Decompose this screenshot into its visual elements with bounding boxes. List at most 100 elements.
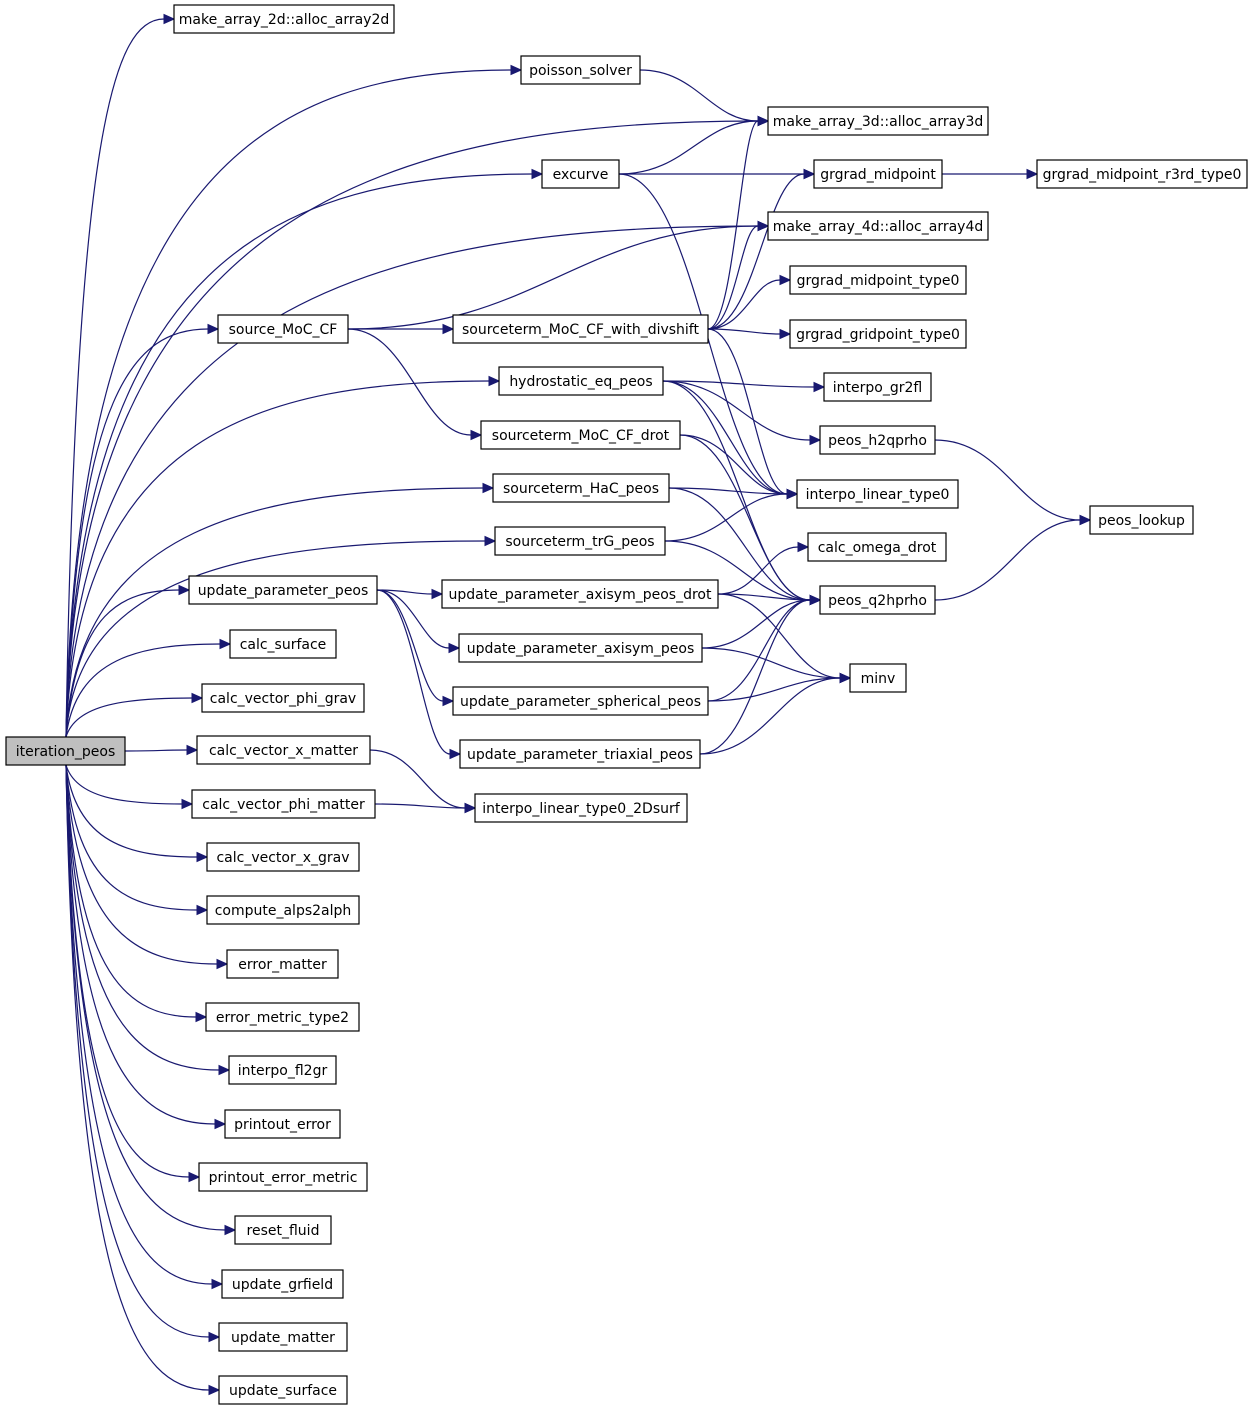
node-poisson-solver[interactable]: poisson_solver [520,55,641,85]
node-reset-fluid[interactable]: reset_fluid [234,1215,332,1245]
arrowhead-icon [803,168,816,180]
edge-line [664,540,811,601]
edge-iteration-peos-to-error-metric-type2 [65,764,208,1023]
node-box [767,211,989,241]
node-calc-vector-x-matter[interactable]: calc_vector_x_matter [196,735,371,765]
node-peos-q2hprho[interactable]: peos_q2hprho [819,585,936,615]
node-interpo-linear-type0[interactable]: interpo_linear_type0 [796,479,959,509]
node-update-parameter-triaxial-peos[interactable]: update_parameter_triaxial_peos [459,739,701,769]
node-box [218,1375,348,1405]
arrowhead-icon [809,434,822,446]
edge-poisson-solver-to-make-array-3d-alloc-array3d [639,69,770,127]
edge-line [65,487,484,738]
node-interpo-fl2gr[interactable]: interpo_fl2gr [228,1055,337,1085]
node-interpo-linear-type0-2dsurf[interactable]: interpo_linear_type0_2Dsurf [474,793,688,823]
node-error-metric-type2[interactable]: error_metric_type2 [205,1002,360,1032]
node-source-moc-cf[interactable]: source_MoC_CF [217,314,349,344]
node-calc-vector-x-grav[interactable]: calc_vector_x_grav [206,842,360,872]
arrowhead-icon [448,642,461,654]
edge-hydrostatic-eq-peos-to-peos-h2qprho [662,380,822,446]
edge-line [717,593,841,679]
arrowhead-icon [208,1384,221,1396]
arrowhead-icon [196,851,209,863]
node-grgrad-midpoint[interactable]: grgrad_midpoint [813,159,943,189]
node-excurve[interactable]: excurve [541,159,620,189]
node-box [218,1322,348,1352]
node-make-array-3d-alloc-array3d[interactable]: make_array_3d::alloc_array3d [767,106,989,136]
node-label: grgrad_midpoint [820,167,936,183]
node-box [226,949,339,979]
node-sourceterm-moc-cf-drot[interactable]: sourceterm_MoC_CF_drot [480,420,681,450]
node-calc-vector-phi-grav[interactable]: calc_vector_phi_grav [201,683,365,713]
node-iteration-peos[interactable]: iteration_peos [5,736,126,766]
node-make-array-4d-alloc-array4d[interactable]: make_array_4d::alloc_array4d [767,211,989,241]
edge-hydrostatic-eq-peos-to-interpo-linear-type0 [662,380,799,500]
node-interpo-gr2fl[interactable]: interpo_gr2fl [823,372,932,402]
node-label: update_parameter_spherical_peos [460,694,701,710]
arrowhead-icon [809,594,822,606]
node-box [221,1269,344,1299]
edge-source-moc-cf-to-sourceterm-moc-cf-drot [347,328,483,441]
node-peos-lookup[interactable]: peos_lookup [1089,505,1194,535]
edge-line [707,120,759,330]
edge-line [376,589,451,755]
edge-sourceterm-moc-cf-with-divshift-to-grgrad-midpoint-type0 [707,274,792,330]
edge-iteration-peos-to-calc-surface [65,638,232,738]
node-grgrad-midpoint-r3rd-type0[interactable]: grgrad_midpoint_r3rd_type0 [1036,159,1248,189]
node-calc-surface[interactable]: calc_surface [229,629,337,659]
node-sourceterm-trg-peos[interactable]: sourceterm_trG_peos [494,526,666,556]
node-sourceterm-moc-cf-with-divshift[interactable]: sourceterm_MoC_CF_with_divshift [452,314,709,344]
node-label: update_parameter_axisym_peos [467,641,695,657]
arrowhead-icon [839,672,852,684]
node-grgrad-midpoint-type0[interactable]: grgrad_midpoint_type0 [789,265,967,295]
edge-line [662,380,811,441]
node-printout-error[interactable]: printout_error [224,1109,341,1139]
node-box [494,526,666,556]
node-update-matter[interactable]: update_matter [218,1322,348,1352]
edge-line [369,749,466,809]
node-update-parameter-peos[interactable]: update_parameter_peos [188,575,378,605]
arrowhead-icon [797,541,810,553]
node-hydrostatic-eq-peos[interactable]: hydrostatic_eq_peos [498,366,664,396]
edge-line [701,599,811,649]
node-minv[interactable]: minv [849,663,907,693]
node-label: sourceterm_HaC_peos [503,481,659,497]
node-update-parameter-spherical-peos[interactable]: update_parameter_spherical_peos [452,686,709,716]
node-box [234,1215,332,1245]
node-calc-vector-phi-matter[interactable]: calc_vector_phi_matter [191,789,376,819]
edge-line [707,328,781,335]
node-printout-error-metric[interactable]: printout_error_metric [198,1162,368,1192]
node-label: update_surface [229,1383,337,1399]
node-update-parameter-axisym-peos-drot[interactable]: update_parameter_axisym_peos_drot [441,579,719,609]
edge-line [65,764,190,1178]
node-sourceterm-hac-peos[interactable]: sourceterm_HaC_peos [492,473,670,503]
node-box [191,789,376,819]
node-box [201,683,365,713]
node-update-surface[interactable]: update_surface [218,1375,348,1405]
node-update-parameter-axisym-peos[interactable]: update_parameter_axisym_peos [458,633,703,663]
edge-line [65,173,533,738]
edge-iteration-peos-to-poisson-solver [65,64,523,738]
node-peos-h2qprho[interactable]: peos_h2qprho [819,425,936,455]
node-make-array-2d-alloc-array2d[interactable]: make_array_2d::alloc_array2d [173,4,395,34]
node-box [452,686,709,716]
arrowhead-icon [214,1118,227,1130]
node-box [849,663,907,693]
node-label: interpo_linear_type0_2Dsurf [482,801,680,817]
edge-line [699,677,841,755]
node-box [196,735,371,765]
arrowhead-icon [207,323,220,335]
arrowhead-icon [208,1331,221,1343]
edge-calc-vector-phi-matter-to-interpo-linear-type0-2dsurf [374,802,477,814]
node-update-grfield[interactable]: update_grfield [221,1269,344,1299]
edge-iteration-peos-to-compute-alps2alph [65,764,209,916]
edge-line [347,225,759,330]
node-compute-alps2alph[interactable]: compute_alps2alph [206,895,360,925]
edge-iteration-peos-to-calc-vector-x-grav [65,764,209,863]
node-error-matter[interactable]: error_matter [226,949,339,979]
arrowhead-icon [757,115,770,127]
node-calc-omega-drot[interactable]: calc_omega_drot [807,532,947,562]
node-grgrad-gridpoint-type0[interactable]: grgrad_gridpoint_type0 [789,319,967,349]
edge-line [668,487,788,495]
node-box [206,895,360,925]
